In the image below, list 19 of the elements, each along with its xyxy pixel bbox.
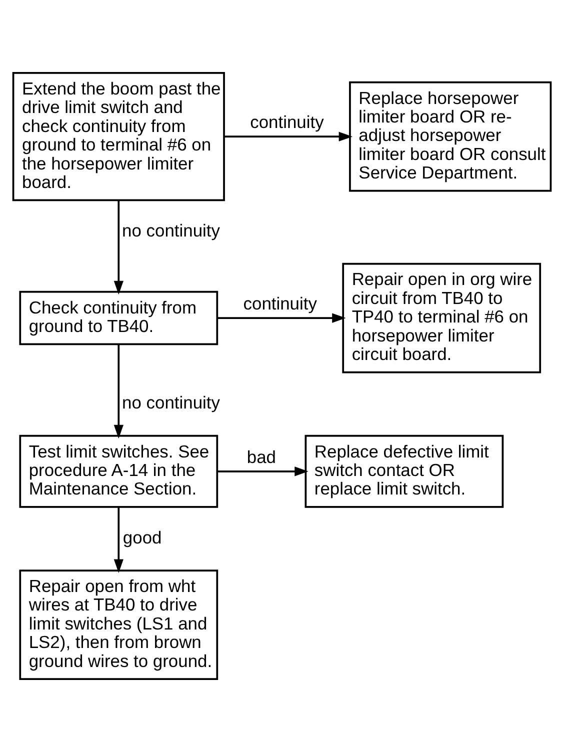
arrow [114,507,124,573]
node-box: Repair open in org wire circuit from TB40 to TP40 to terminal #6 on horsepower limiter circuit board. [342,262,542,374]
arrow [217,313,346,323]
node-box: Check continuity from ground to TB40. [19,290,218,346]
node-box: Replace horsepower limiter board OR re-adjust horsepower limiter board OR consult Service Department. [349,81,552,192]
node-box: Replace defective limit switch contact OR replace limit switch. [304,434,504,508]
node-box: Extend the boom past the drive limit switch and check continuity from ground to terminal #6 on the horsepower limiter board. [12,72,225,202]
arrow [114,200,124,295]
node-box: Test limit switches. See procedure A-14 in the Maintenance Section. [19,434,218,508]
arrow [224,132,353,142]
edge-label: continuity [250,112,324,132]
arrow [114,344,124,439]
edge-label: bad [246,446,276,467]
edge-label: continuity [243,294,317,314]
edge-label: no continuity [122,392,220,413]
edge-label: good [122,527,162,548]
node-box: Repair open from wht wires at TB40 to drive limit switches (LS1 and LS2), then from brown ground wires to ground. [19,570,218,680]
arrow [217,466,308,476]
edge-label: no continuity [122,220,220,241]
